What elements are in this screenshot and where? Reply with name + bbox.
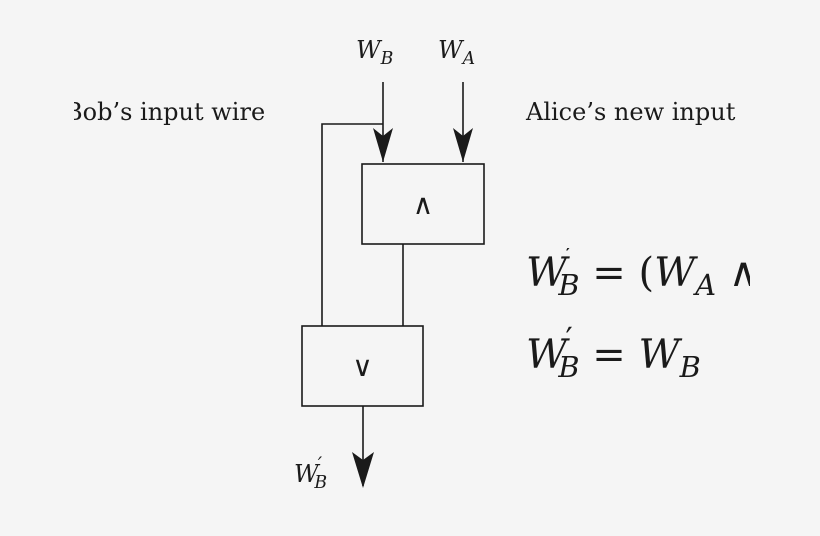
wb-branch-wire <box>321 123 383 326</box>
wb-output-label: W′B <box>294 453 328 493</box>
alice-input-caption: Alice’s new input <box>526 98 736 126</box>
bob-caption-clip: Bob’s input wire <box>74 96 284 130</box>
and-gate-symbol: ∧ <box>412 188 434 221</box>
and-gate <box>361 163 485 245</box>
wb-input-label: WB <box>356 36 394 69</box>
or-gate-symbol: ∨ <box>352 350 373 383</box>
equation-1: W′B = (WA ∧ <box>526 248 750 303</box>
equation-2: W′B = WB <box>526 320 701 385</box>
output-arrowhead <box>352 452 374 488</box>
bob-input-caption: Bob’s input wire <box>74 98 266 126</box>
equation-1-clip: W′B = (WA ∧ <box>520 248 750 304</box>
alice-caption-clip: Alice’s new input <box>520 96 750 130</box>
wa-input-label: WA <box>438 36 476 69</box>
wb-arrowhead <box>373 128 393 162</box>
wa-arrowhead <box>453 128 473 162</box>
